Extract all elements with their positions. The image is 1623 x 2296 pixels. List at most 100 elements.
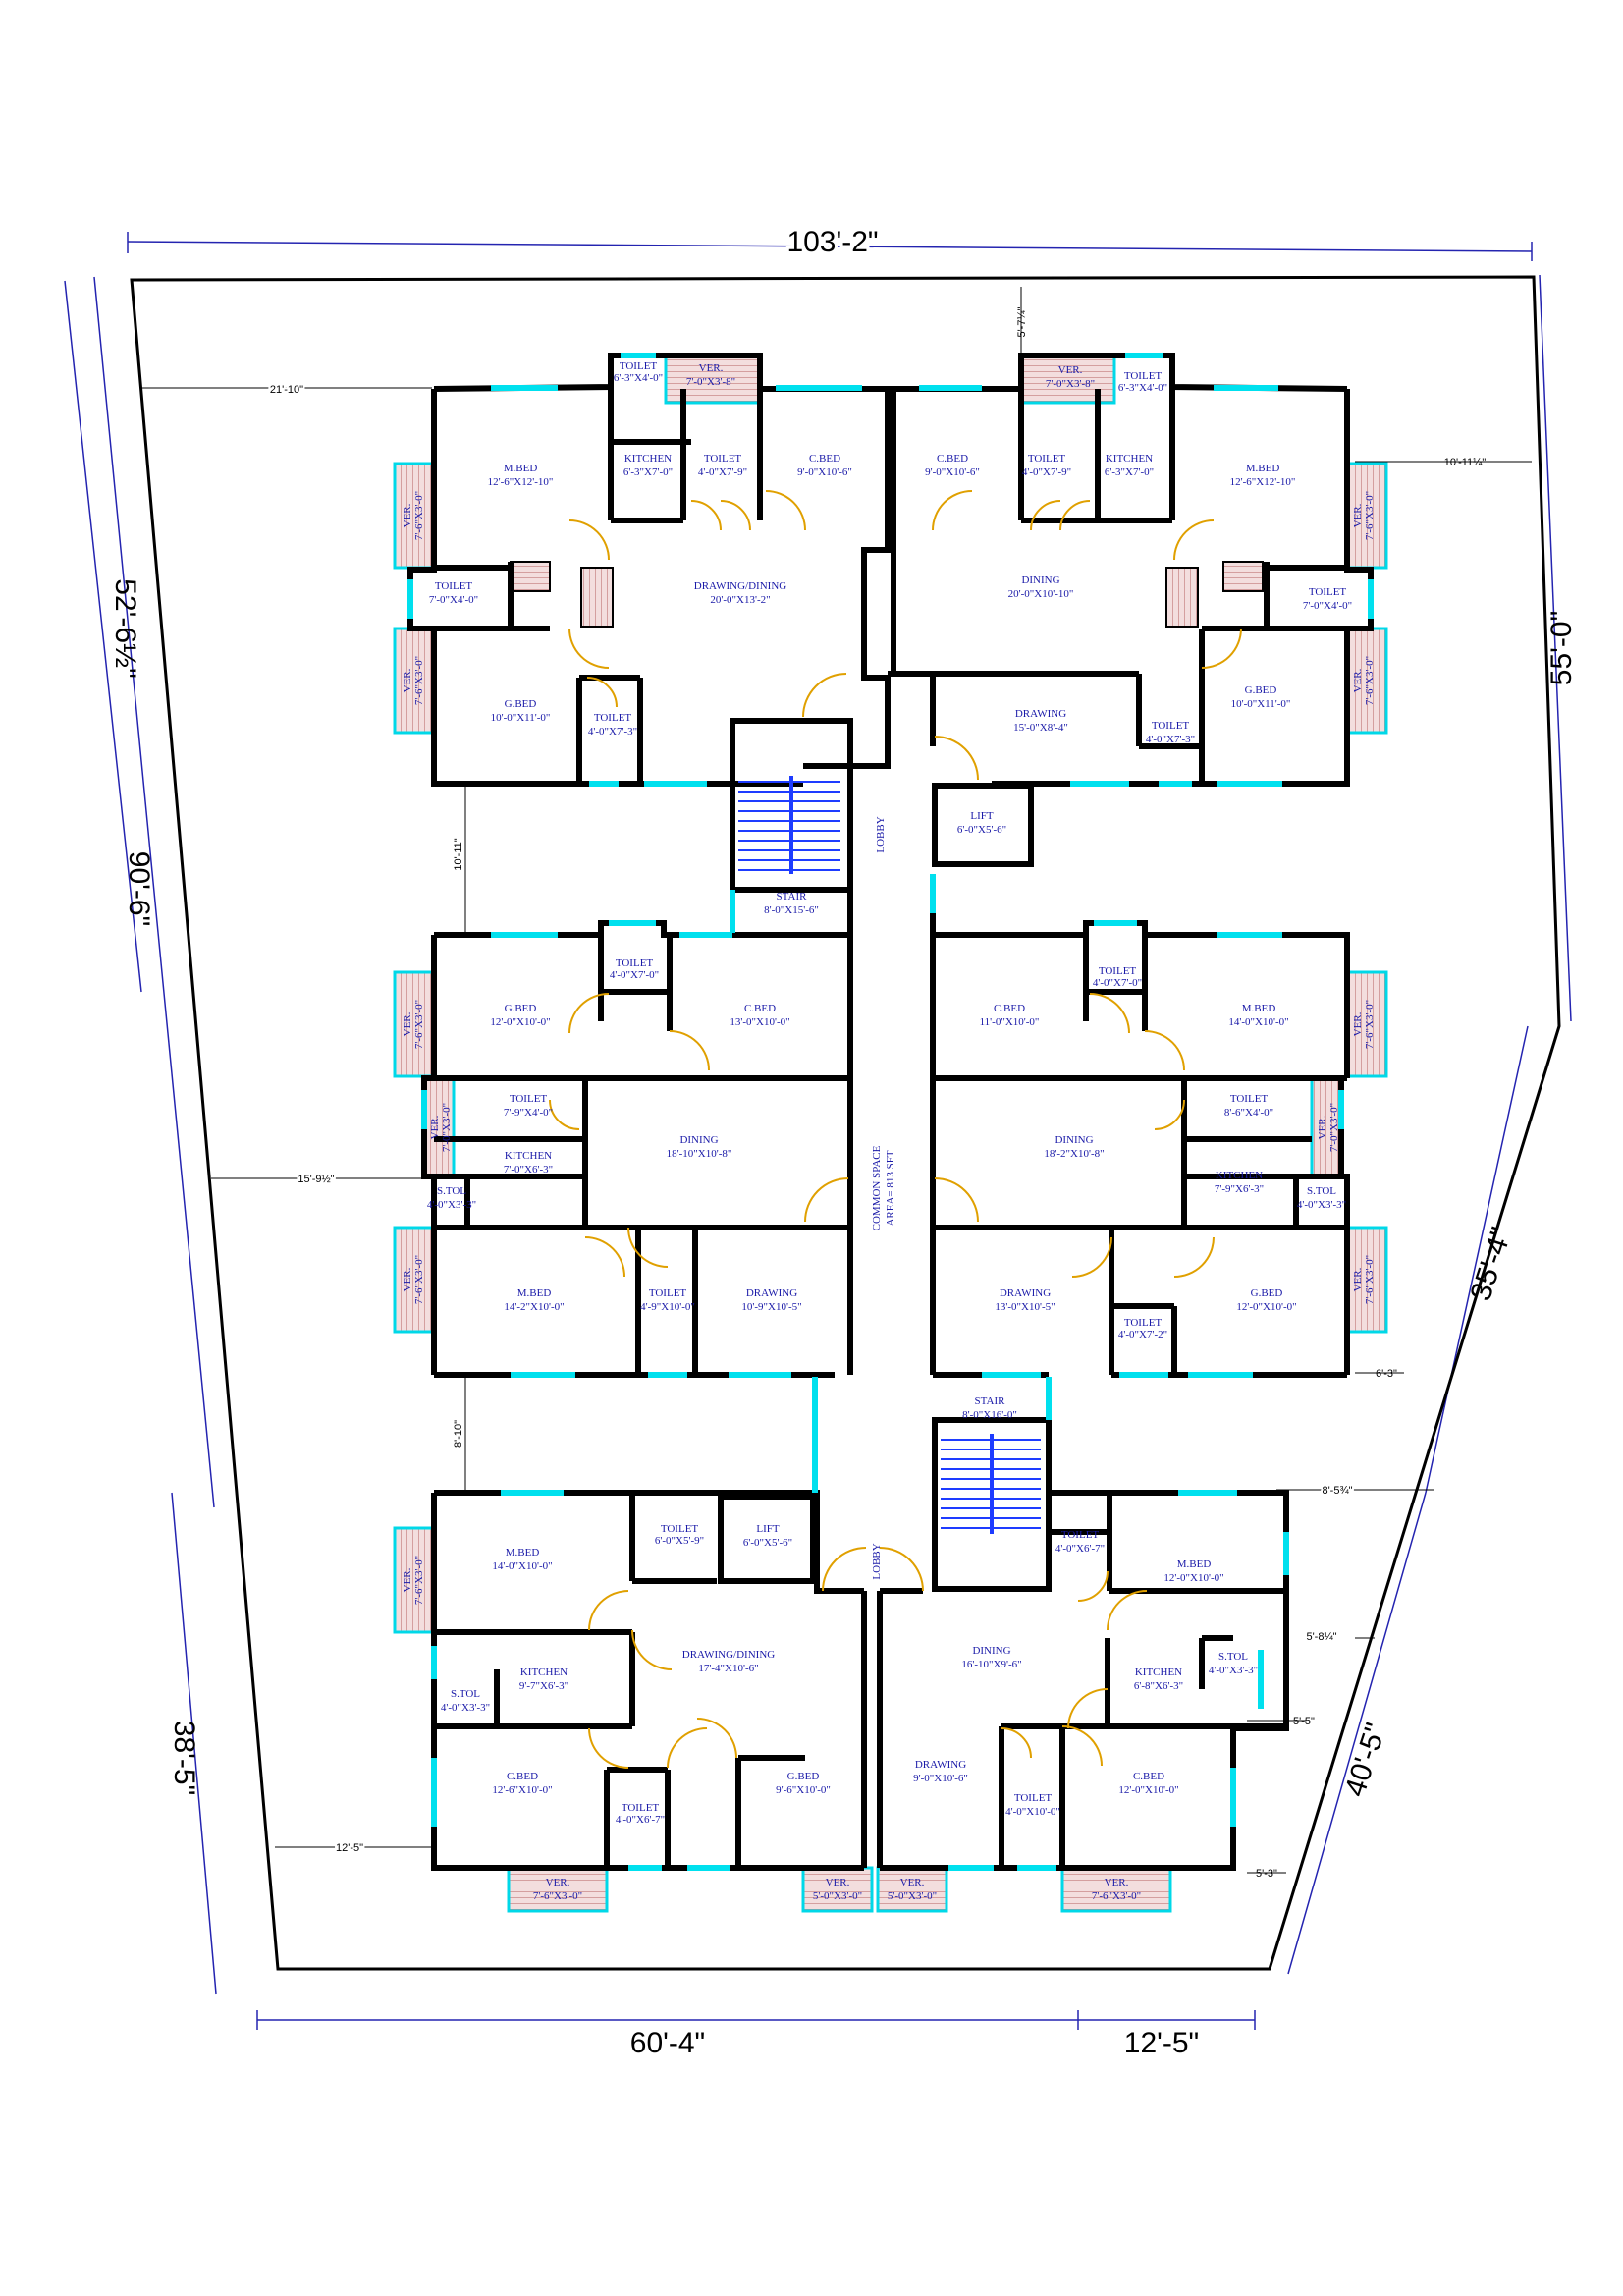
- size-unit-f-kitchen: 6'-8"X6'-3": [1134, 1680, 1183, 1692]
- verandahs: [393, 354, 1388, 1913]
- dim-top: 103'-2": [786, 226, 878, 258]
- verandah: [876, 1866, 948, 1913]
- label-unit-b-cbed: C.BED: [937, 453, 968, 465]
- setback-right-5: 5'-3": [1256, 1868, 1277, 1880]
- size-unit-b-toilet1: 6'-3"X4'-0": [1118, 382, 1167, 394]
- setback-right-2: 8'-5¾": [1322, 1485, 1352, 1497]
- label-common-area: AREA= 813 SFT: [885, 1150, 896, 1226]
- label-unit-b-ver-right1: VER.: [1352, 503, 1364, 527]
- label-unit-d-gbed: G.BED: [1251, 1287, 1283, 1299]
- label-unit-c-toilet1: TOILET: [616, 957, 654, 969]
- label-unit-a-gbed: G.BED: [505, 698, 537, 710]
- label-unit-f-drawing: DRAWING: [915, 1759, 966, 1771]
- label-unit-b-toilet4: TOILET: [1152, 720, 1190, 732]
- size-unit-b-gbed: 10'-0"X11'-0": [1231, 698, 1291, 710]
- label-unit-d-ver2: VER.: [1317, 1115, 1328, 1139]
- size-unit-c-cbed: 13'-0"X10'-0": [730, 1016, 789, 1028]
- label-unit-b-drawing: DRAWING: [1015, 708, 1066, 720]
- size-unit-c-kitchen: 7'-0"X6'-3": [504, 1164, 553, 1175]
- setback-left-gap-2: 8'-10": [453, 1420, 464, 1448]
- label-unit-d-dining: DINING: [1055, 1134, 1093, 1146]
- size-lift-2: 6'-0"X5'-6": [743, 1537, 792, 1549]
- label-unit-a-ver-top: VER.: [699, 362, 724, 374]
- setback-leaders: [140, 287, 1532, 1874]
- size-unit-c-ver1: 7'-6"X3'-0": [413, 1000, 425, 1049]
- size-unit-d-toilet3: 4'-0"X7'-2": [1118, 1329, 1167, 1340]
- label-unit-c-ver1: VER.: [402, 1011, 413, 1036]
- label-unit-d-mbed: M.BED: [1242, 1003, 1276, 1014]
- size-unit-e-drawing-dining: 17'-4"X10'-6": [698, 1663, 758, 1674]
- label-unit-d-toilet1: TOILET: [1099, 965, 1137, 977]
- label-unit-c-drawing: DRAWING: [746, 1287, 797, 1299]
- label-unit-c-ver2: VER.: [429, 1115, 441, 1139]
- setback-right-3: 5'-8¼": [1306, 1631, 1336, 1643]
- label-unit-c-ver3: VER.: [402, 1267, 413, 1291]
- size-unit-d-drawing: 13'-0"X10'-5": [995, 1301, 1055, 1313]
- label-unit-a-ver-left1: VER.: [402, 503, 413, 527]
- size-unit-d-stoil: 4'-0"X3'-3": [1297, 1199, 1346, 1211]
- size-unit-a-mbed: 12'-6"X12'-10": [488, 476, 554, 488]
- size-unit-d-gbed: 12'-0"X10'-0": [1236, 1301, 1296, 1313]
- label-unit-c-toilet2: TOILET: [510, 1093, 548, 1105]
- size-unit-e-ver2: 7'-6"X3'-0": [533, 1890, 582, 1902]
- label-unit-b-toilet2: TOILET: [1028, 453, 1066, 465]
- label-unit-f-dining: DINING: [972, 1645, 1010, 1657]
- label-unit-b-lift: LIFT: [970, 810, 994, 822]
- duct: [1222, 561, 1264, 592]
- label-unit-d-toilet3: TOILET: [1124, 1317, 1163, 1329]
- size-unit-d-mbed: 14'-0"X10'-0": [1228, 1016, 1288, 1028]
- label-stair-2: STAIR: [975, 1395, 1006, 1407]
- label-unit-c-cbed: C.BED: [744, 1003, 776, 1014]
- size-unit-a-ver-top: 7'-0"X3'-8": [686, 376, 735, 388]
- label-unit-d-ver1: VER.: [1352, 1011, 1364, 1036]
- label-unit-e-toilet1: TOILET: [661, 1523, 699, 1535]
- label-unit-d-ver3: VER.: [1352, 1267, 1364, 1291]
- verandah: [1060, 1866, 1172, 1913]
- label-lift-2: LIFT: [756, 1523, 780, 1535]
- label-unit-e-ver1: VER.: [402, 1567, 413, 1592]
- stair-treads: [738, 776, 1041, 1534]
- size-unit-a-gbed: 10'-0"X11'-0": [491, 712, 551, 724]
- size-unit-f-toilet2: 4'-0"X10'-0": [1005, 1806, 1060, 1818]
- dim-right-upper: 55'-0": [1545, 611, 1578, 685]
- label-unit-c-mbed: M.BED: [517, 1287, 552, 1299]
- dim-right-middle: 35'-4": [1464, 1224, 1518, 1305]
- label-unit-a-cbed: C.BED: [809, 453, 840, 465]
- setback-left-bottom: 12'-5": [336, 1842, 363, 1854]
- size-unit-c-toilet1: 4'-0"X7'-0": [610, 969, 659, 981]
- label-unit-b-gbed: G.BED: [1245, 684, 1277, 696]
- label-unit-b-ver-right2: VER.: [1352, 668, 1364, 692]
- size-unit-b-ver-top: 7'-0"X3'-8": [1046, 378, 1095, 390]
- label-unit-a-toilet2: TOILET: [704, 453, 742, 465]
- dim-left-middle: 90'-6": [123, 851, 155, 926]
- label-unit-d-kitchen: KITCHEN: [1216, 1170, 1263, 1181]
- size-unit-c-gbed: 12'-0"X10'-0": [490, 1016, 550, 1028]
- size-stair-1: 8'-0"X15'-6": [764, 904, 819, 916]
- label-unit-e-ver3: VER.: [826, 1877, 850, 1888]
- label-unit-a-toilet3: TOILET: [435, 580, 473, 592]
- size-unit-b-kitchen: 6'-3"X7'-0": [1105, 466, 1154, 478]
- label-unit-e-stoil: S.TOL: [451, 1688, 480, 1700]
- walls: [407, 353, 1374, 1871]
- size-unit-b-ver-right1: 7'-6"X3'-0": [1364, 491, 1376, 540]
- label-unit-b-mbed: M.BED: [1246, 463, 1280, 474]
- label-lobby-2: LOBBY: [871, 1543, 883, 1579]
- door-swings: [549, 490, 1242, 1769]
- room-labels: TOILET 6'-3"X4'-0" VER. 7'-0"X3'-8" KITC…: [402, 360, 1376, 1902]
- verandah: [1345, 627, 1388, 735]
- size-unit-d-dining: 18'-2"X10'-8": [1044, 1148, 1104, 1160]
- label-unit-e-ver2: VER.: [546, 1877, 570, 1888]
- size-unit-b-dining: 20'-0"X10'-10": [1008, 588, 1074, 600]
- size-unit-a-toilet4: 4'-0"X7'-3": [588, 726, 637, 738]
- windows: [407, 353, 1374, 1871]
- size-unit-d-cbed: 11'-0"X10'-0": [980, 1016, 1040, 1028]
- verandah: [393, 1526, 436, 1634]
- size-unit-b-mbed: 12'-6"X12'-10": [1230, 476, 1296, 488]
- label-stair-1: STAIR: [777, 891, 808, 902]
- label-unit-c-dining: DINING: [679, 1134, 718, 1146]
- size-unit-f-dining: 16'-10"X9'-6": [961, 1659, 1021, 1670]
- size-unit-a-kitchen: 6'-3"X7'-0": [623, 466, 673, 478]
- size-unit-c-toilet3: 4'-9"X10'-0": [640, 1301, 695, 1313]
- label-unit-e-mbed: M.BED: [506, 1547, 540, 1558]
